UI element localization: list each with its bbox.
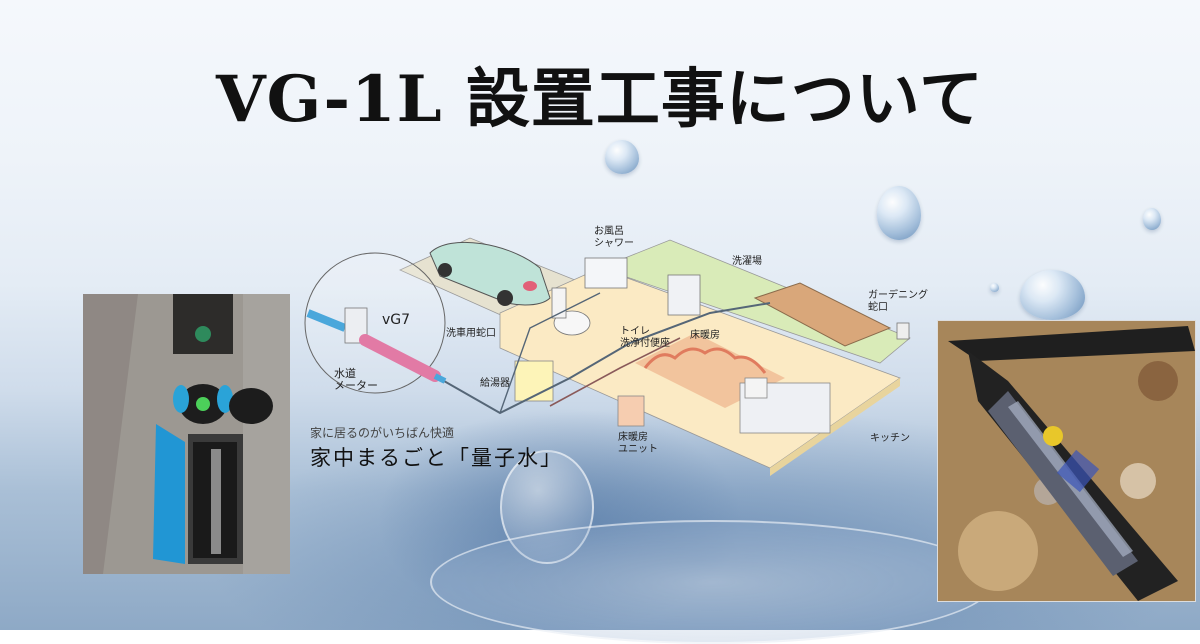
water-meter-box-photo: [83, 294, 290, 574]
label-vg7-device: vG7: [382, 312, 411, 328]
water-drop: [605, 140, 639, 174]
pipe-illustration: [938, 321, 1195, 601]
label-laundry: 洗濯場: [732, 256, 762, 267]
label-water-heater: 給湯器: [480, 378, 510, 389]
slogan-subtitle: 家に居るのがいちばん快適: [310, 426, 455, 440]
water-drop: [990, 283, 999, 292]
label-floor-unit-title: 床暖房: [618, 432, 648, 443]
label-toilet-seat: 洗浄付便座: [620, 338, 670, 349]
page-title: VG-1L 設置工事について: [216, 62, 984, 137]
installation-diagram: お風呂 シャワー 洗濯場 ガーデニング 蛇口 洗車用蛇口 トイレ 洗浄付便座 床…: [300, 226, 930, 478]
water-drop: [1143, 208, 1161, 230]
label-toilet: トイレ 洗浄付便座: [620, 326, 670, 350]
slogan-headline: 家中まるごと「量子水」: [310, 446, 563, 470]
label-gardening: ガーデニング: [868, 290, 928, 301]
label-toilet-title: トイレ: [620, 326, 650, 337]
label-water: 水道: [334, 367, 356, 380]
label-shower: シャワー: [594, 238, 634, 249]
water-drop: [877, 186, 921, 240]
water-drop: [1020, 270, 1085, 320]
label-floor-heating: 床暖房: [690, 330, 720, 341]
house-plumbing-illustration: [304, 237, 911, 476]
label-kitchen: キッチン: [870, 433, 910, 444]
label-water-meter: 水道 メーター: [334, 368, 378, 392]
label-tap: 蛇口: [868, 302, 888, 313]
label-bath: お風呂: [594, 226, 624, 237]
label-unit: ユニット: [618, 444, 658, 455]
label-garden-tap: ガーデニング 蛇口: [868, 290, 928, 314]
label-floor-heating-unit: 床暖房 ユニット: [618, 432, 658, 456]
water-splash: [430, 520, 994, 644]
label-bath-shower: お風呂 シャワー: [594, 226, 634, 250]
label-carwash-tap: 洗車用蛇口: [446, 328, 496, 339]
buried-pipe-device-photo: [937, 320, 1196, 602]
label-meter: メーター: [334, 379, 378, 392]
meter-box-illustration: [83, 294, 290, 574]
